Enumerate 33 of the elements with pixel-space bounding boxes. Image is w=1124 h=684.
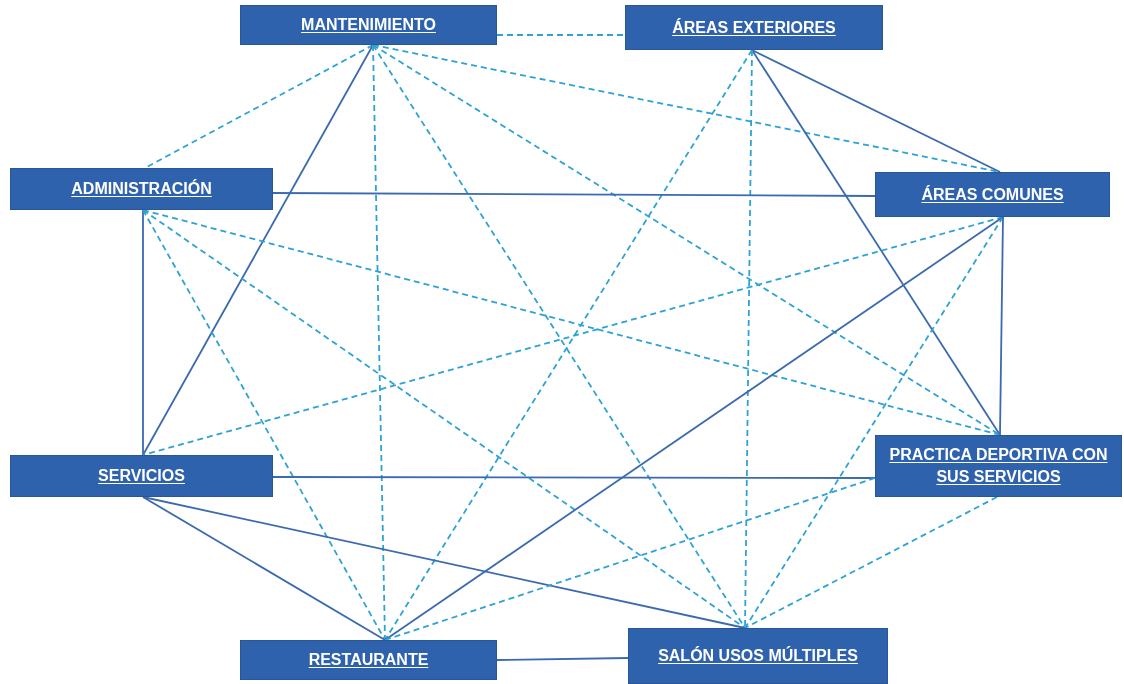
- connector-line: [142, 44, 374, 456]
- area-box: [240, 5, 497, 45]
- connector-line: [999, 216, 1004, 436]
- connector-line: [496, 657, 629, 661]
- connector-line: [142, 209, 144, 456]
- area-box: [10, 455, 273, 497]
- area-box: [625, 5, 883, 50]
- area-label: RESTAURANTE: [308, 650, 429, 670]
- area-label: ÁREAS COMUNES: [921, 184, 1064, 205]
- area-label: PRACTICA DEPORTIVA CON SUS SERVICIOS: [888, 445, 1109, 487]
- area-box: [875, 435, 1122, 497]
- connector-line: [384, 216, 1004, 641]
- dashed-connector: [744, 496, 998, 629]
- dashed-connector: [142, 209, 746, 629]
- dashed-connector: [384, 477, 876, 641]
- dashed-connector: [744, 49, 753, 629]
- area-box: [628, 628, 888, 684]
- dashed-connector: [496, 34, 626, 36]
- connector-line: [272, 192, 876, 197]
- connector-line: [751, 49, 1001, 173]
- area-label: MANTENIMIENTO: [301, 15, 436, 35]
- area-label: SALÓN USOS MÚLTIPLES: [658, 645, 858, 666]
- area-box: [10, 168, 273, 210]
- connector-line: [272, 476, 876, 479]
- area-label: ADMINISTRACIÓN: [71, 178, 212, 199]
- connector-line: [751, 49, 1001, 436]
- area-box: [875, 172, 1110, 217]
- dashed-connector: [142, 209, 386, 641]
- dashed-connector: [744, 216, 1004, 629]
- area-box: [240, 640, 497, 680]
- connector-line: [142, 496, 386, 641]
- area-label: ÁREAS EXTERIORES: [672, 17, 836, 38]
- area-label: SERVICIOS: [98, 466, 185, 486]
